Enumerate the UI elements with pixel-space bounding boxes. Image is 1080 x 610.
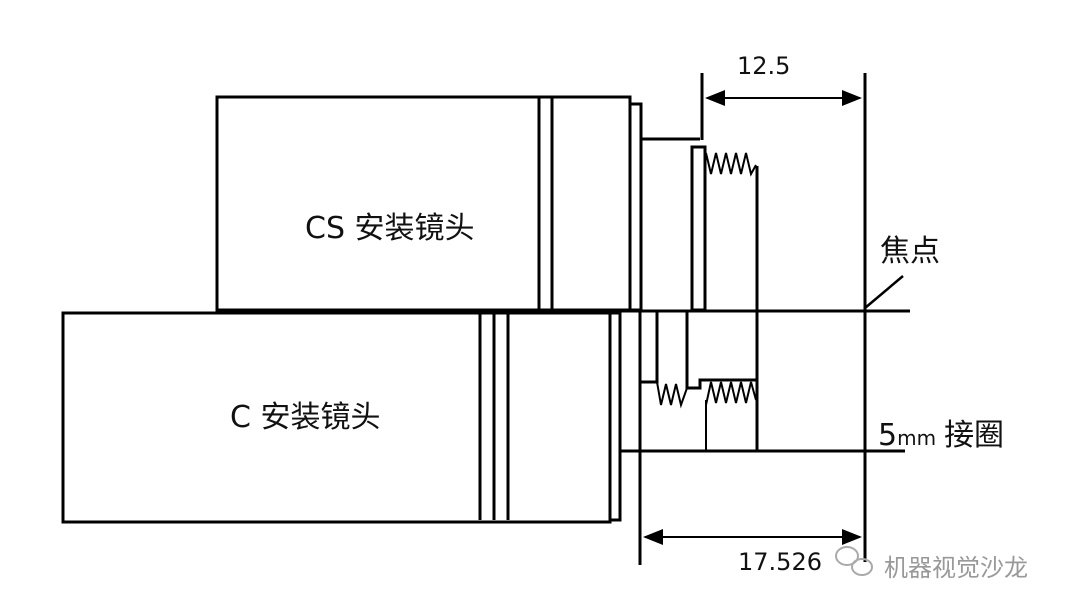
c-flange-distance: 17.526	[738, 548, 822, 576]
spacer-ring-label: 5mm 接圈	[878, 410, 1004, 454]
spacer-ring-number: 5	[878, 418, 898, 453]
cs-lens-label: CS 安装镜头	[305, 211, 475, 246]
c-lens-label: C 安装镜头	[230, 400, 381, 435]
wechat-icon	[835, 546, 873, 576]
c-thread	[705, 381, 757, 406]
focal-pointer-line	[864, 275, 904, 309]
watermark-text: 机器视觉沙龙	[884, 554, 1028, 582]
spacer-ring-text: 接圈	[944, 418, 1005, 453]
cs-thread	[705, 152, 757, 177]
c-lens-body	[61, 311, 759, 565]
spacer-ring-unit: mm	[897, 426, 937, 450]
cs-lens-body	[215, 73, 759, 312]
focal-point-label: 焦点	[880, 234, 940, 269]
cs-flange-distance: 12.5	[737, 52, 791, 80]
